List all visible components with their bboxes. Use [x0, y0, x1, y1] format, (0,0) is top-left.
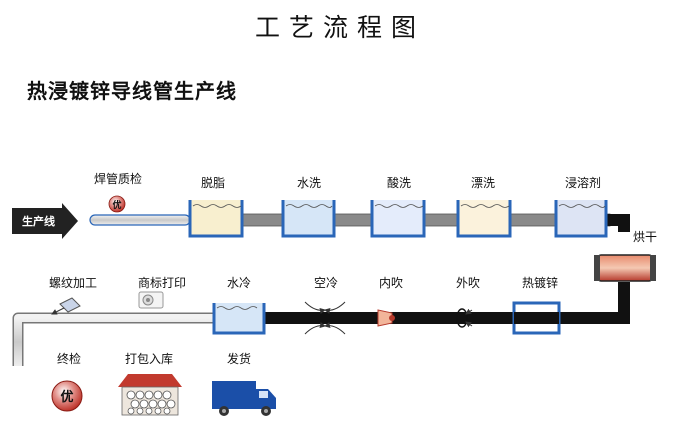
step-label-outer-blow: 外吹	[455, 276, 481, 290]
outer-blow-nozzle	[456, 308, 473, 328]
tank-degrease	[188, 200, 244, 238]
step-label-degrease: 脱脂	[200, 176, 226, 190]
step-label-acid-wash: 酸洗	[386, 176, 412, 190]
page-title: 工艺流程图	[254, 13, 425, 42]
finished-pipe	[14, 314, 262, 366]
inner-blow-nozzle	[377, 309, 395, 327]
tank-acid	[370, 200, 426, 238]
step-label-galvanizing: 热镀锌	[521, 276, 559, 290]
step-label-rinse: 水洗	[296, 176, 322, 190]
threading-tool-icon	[51, 297, 81, 315]
warehouse-icon	[118, 374, 182, 416]
start-arrow: 生产线	[12, 203, 78, 239]
air-cool-arrows	[304, 301, 346, 335]
step-label-shipping: 发货	[226, 352, 252, 366]
step-label-bleach: 漂洗	[470, 176, 496, 190]
weld-badge-text: 优	[112, 199, 121, 211]
pipe-from-dryer	[560, 282, 630, 324]
tank-rinse	[281, 200, 336, 238]
pipe-to-dryer	[606, 214, 630, 232]
truck-icon	[212, 381, 276, 416]
step-label-threading: 螺纹加工	[48, 276, 98, 290]
dryer-oven	[594, 254, 656, 282]
raw-pipe	[89, 214, 191, 226]
tank-bleach	[456, 200, 512, 238]
step-label-trademark: 商标打印	[137, 276, 187, 290]
weld-inspection-badge: 优	[108, 195, 126, 213]
bottom-pipe	[262, 312, 562, 324]
page-subtitle: 热浸镀锌导线管生产线	[27, 79, 237, 103]
tank-flux	[554, 200, 608, 238]
step-label-weld-inspection: 焊管质检	[93, 172, 143, 186]
start-label: 生产线	[22, 214, 55, 228]
step-label-flux: 浸溶剂	[564, 176, 602, 190]
step-label-dry: 烘干	[633, 230, 658, 244]
step-label-air-cool: 空冷	[313, 276, 339, 290]
step-label-water-cool: 水冷	[226, 276, 252, 290]
trademark-printer-icon	[138, 291, 164, 309]
step-label-packing: 打包入库	[124, 352, 174, 366]
final-inspection-badge: 优	[51, 380, 83, 412]
final-badge-text: 优	[60, 389, 73, 405]
step-label-inner-blow: 内吹	[378, 276, 404, 290]
step-label-final-inspection: 终检	[56, 352, 82, 366]
tank-water-cool	[212, 303, 266, 335]
galvanizing-bath	[512, 301, 561, 335]
